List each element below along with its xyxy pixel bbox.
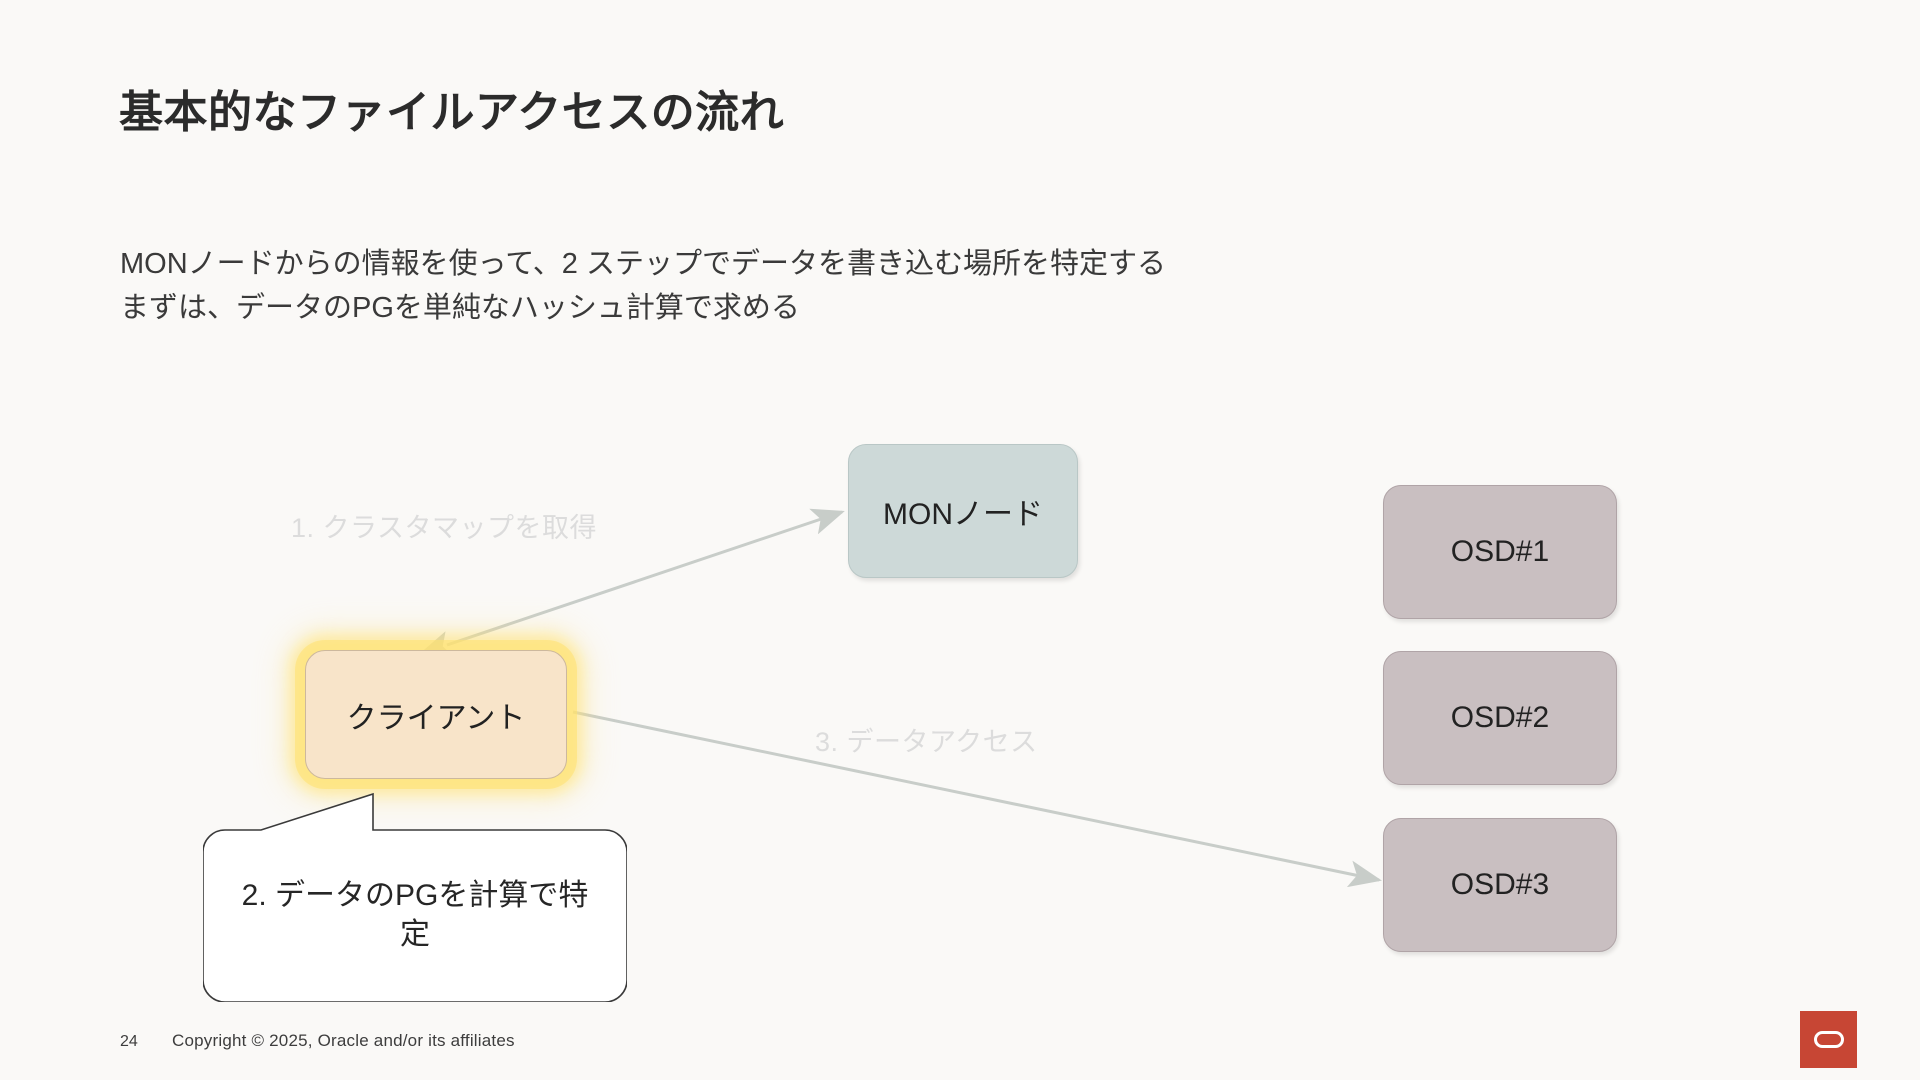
copyright-text: Copyright © 2025, Oracle and/or its affi…: [172, 1031, 515, 1050]
node-mon[interactable]: MONノード: [848, 444, 1078, 578]
oracle-logo: [1800, 1011, 1857, 1068]
node-osd3[interactable]: OSD#3: [1383, 818, 1617, 952]
node-osd2[interactable]: OSD#2: [1383, 651, 1617, 785]
node-client[interactable]: クライアント: [305, 650, 567, 779]
page-title: 基本的なファイルアクセスの流れ: [119, 88, 785, 137]
arrow-client-mon: [418, 508, 845, 657]
slide-body-text: MONノードからの情報を使って、2 ステップでデータを書き込む場所を特定する ま…: [120, 243, 1420, 330]
callout-text: 2. データのPGを計算で特定: [241, 879, 589, 951]
page-number: 24: [120, 1033, 138, 1050]
oracle-oval-icon: [1813, 1031, 1844, 1048]
body-line-2: まずは、データのPGを単純なハッシュ計算で求める: [120, 291, 800, 324]
footer: 24 Copyright © 2025, Oracle and/or its a…: [120, 1031, 515, 1051]
body-line-1: MONノードからの情報を使って、2 ステップでデータを書き込む場所を特定する: [120, 248, 1166, 280]
arrow-label-step3: 3. データアクセス: [815, 727, 1038, 757]
callout-bubble[interactable]: 2. データのPGを計算で特定: [203, 790, 627, 1002]
arrow-label-step1: 1. クラスタマップを取得: [291, 513, 597, 543]
arrow-client-osd3: [572, 710, 1382, 888]
node-osd1[interactable]: OSD#1: [1383, 485, 1617, 619]
